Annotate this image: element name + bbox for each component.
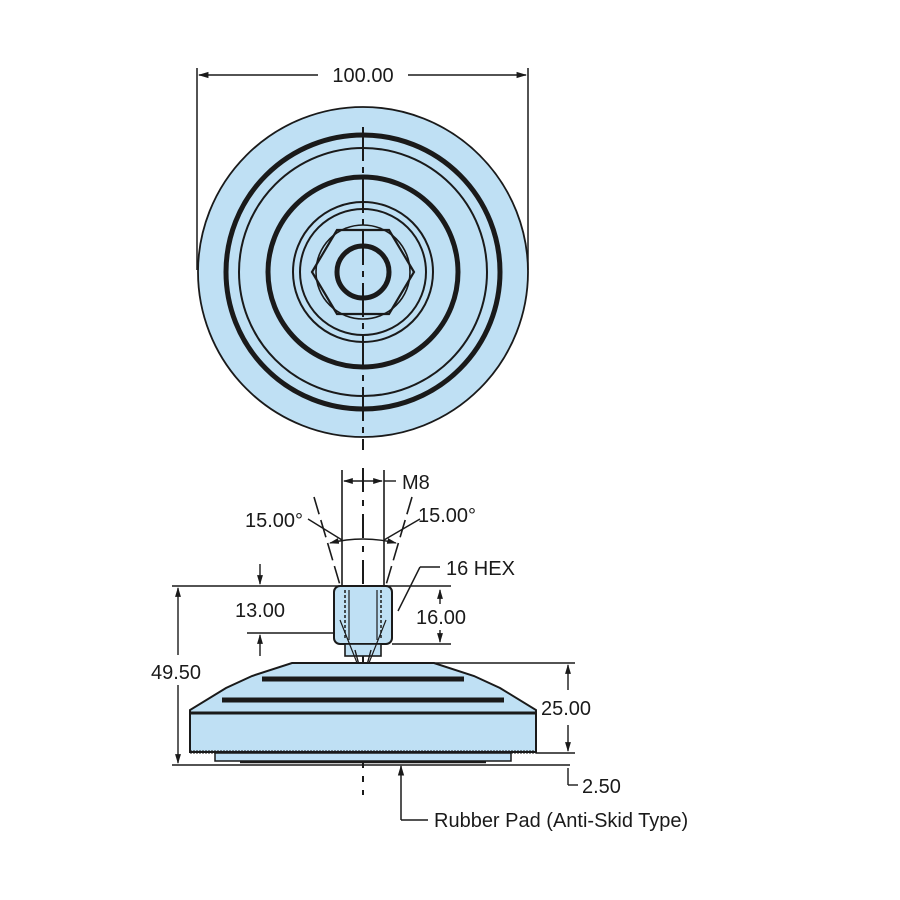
thread-depth-dimension: 13.00: [235, 564, 334, 656]
angle-left-label: 15.00°: [245, 510, 303, 532]
diameter-dimension: 100.00: [197, 65, 528, 87]
pad-callout-label: Rubber Pad (Anti-Skid Type): [434, 810, 688, 832]
pad-thickness-dimension: 2.50: [567, 768, 621, 798]
thread-dimension: M8: [343, 472, 430, 494]
side-view: M8 15.00° 15.00° 16 HEX: [151, 468, 688, 832]
angle-right-label: 15.00°: [418, 505, 476, 527]
base-height-label: 25.00: [541, 698, 591, 720]
thread-label: M8: [402, 472, 430, 494]
thread-depth-label: 13.00: [235, 600, 285, 622]
hex-callout: 16 HEX: [397, 558, 515, 612]
hex-label: 16 HEX: [446, 558, 515, 580]
hex-height-label: 16.00: [416, 607, 466, 629]
diameter-label: 100.00: [332, 65, 393, 87]
top-view: 100.00: [196, 65, 529, 450]
overall-height-label: 49.50: [151, 662, 201, 684]
rubber-pad: [214, 752, 512, 762]
swivel-angle-dimensions: 15.00° 15.00°: [245, 496, 476, 586]
pad-thickness-label: 2.50: [582, 776, 621, 798]
pad-callout: Rubber Pad (Anti-Skid Type): [397, 764, 688, 832]
hex-nut-side: [333, 585, 393, 683]
hex-height-dimension: 16.00: [392, 589, 466, 645]
base-body: [189, 662, 537, 764]
overall-height-dimension: 49.50: [151, 587, 570, 766]
base-height-dimension: 25.00: [434, 662, 591, 754]
